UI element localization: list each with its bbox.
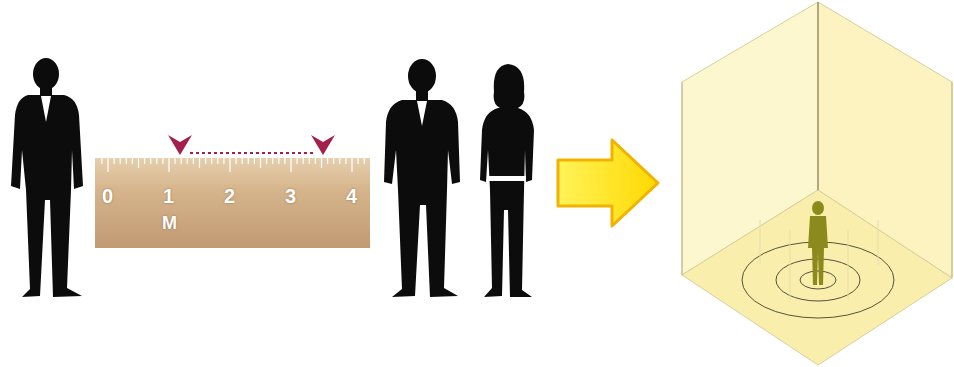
scale-number: 4 xyxy=(346,186,357,206)
scale-number: 3 xyxy=(285,186,296,206)
ruler-tick xyxy=(364,158,365,164)
man-silhouette xyxy=(11,58,83,297)
ruler-tick xyxy=(223,158,224,164)
ruler-tick xyxy=(345,158,346,164)
ruler-tick xyxy=(272,158,273,164)
ruler-tick xyxy=(162,158,163,164)
space-cube xyxy=(682,2,952,365)
ruler-tick xyxy=(217,158,218,164)
ruler-tick xyxy=(101,158,102,164)
ruler-tick xyxy=(278,158,279,164)
ruler-tick xyxy=(321,158,322,168)
ruler-tick xyxy=(260,158,261,168)
ruler-tick xyxy=(229,158,230,172)
ruler-tick xyxy=(175,158,176,164)
ruler-tick xyxy=(144,158,145,164)
ruler-tick xyxy=(358,158,359,164)
ruler-tick xyxy=(297,158,298,164)
ruler-tick xyxy=(138,158,139,168)
ruler-tick xyxy=(156,158,157,164)
ruler-tick xyxy=(205,158,206,164)
ruler-tick xyxy=(132,158,133,164)
ruler-tick xyxy=(187,158,188,164)
ruler-tick xyxy=(211,158,212,164)
ruler-tick xyxy=(327,158,328,164)
ruler-tick xyxy=(113,158,114,164)
ruler-tick xyxy=(309,158,310,164)
ruler-tick xyxy=(126,158,127,164)
ruler-tick xyxy=(107,158,108,172)
woman-silhouette xyxy=(480,64,534,297)
ruler-tick xyxy=(120,158,121,164)
ruler xyxy=(95,158,370,248)
scale-number: 0 xyxy=(102,186,113,206)
ruler-tick xyxy=(150,158,151,164)
distance-marker xyxy=(168,135,335,155)
ruler-tick xyxy=(290,158,291,172)
ruler-tick xyxy=(339,158,340,164)
ruler-tick xyxy=(266,158,267,164)
ruler-tick xyxy=(303,158,304,164)
ruler-tick xyxy=(248,158,249,164)
ruler-tick xyxy=(242,158,243,164)
ruler-tick xyxy=(254,158,255,164)
ruler-tick xyxy=(181,158,182,164)
arrow-shape xyxy=(558,140,658,226)
scale-number: 2 xyxy=(224,186,235,206)
ruler-tick xyxy=(333,158,334,164)
ruler-tick xyxy=(284,158,285,164)
ruler-tick xyxy=(236,158,237,164)
ruler-tick xyxy=(315,158,316,164)
ruler-tick xyxy=(199,158,200,168)
ruler-tick xyxy=(351,158,352,172)
man-silhouette xyxy=(384,59,460,297)
unit-label: M xyxy=(162,214,177,232)
ruler-tick xyxy=(193,158,194,164)
scale-number: 1 xyxy=(163,186,174,206)
ruler-tick xyxy=(168,158,169,172)
